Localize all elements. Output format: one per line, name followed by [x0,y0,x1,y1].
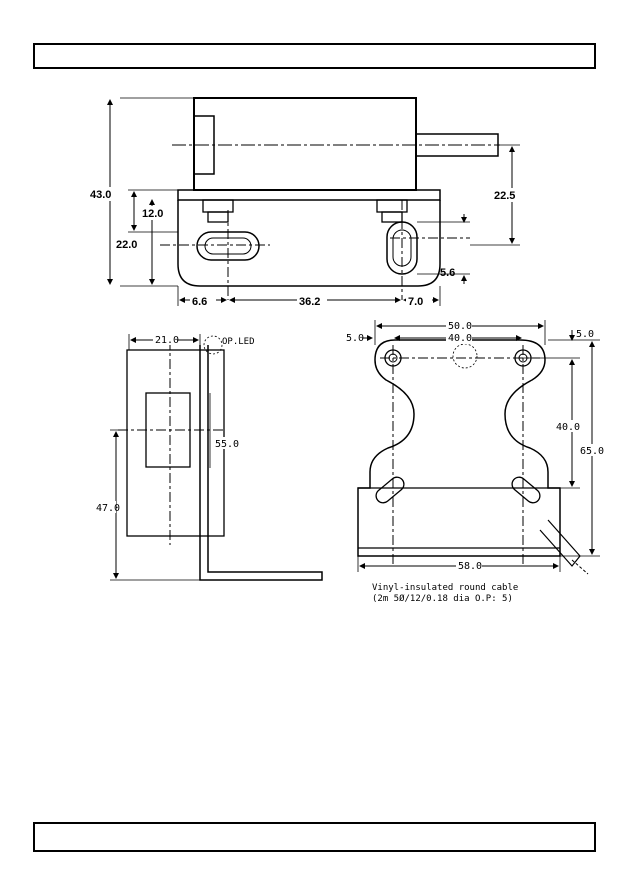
bracket-lower [178,200,440,286]
dim-55: 55.0 [215,439,239,450]
dim-50: 50.0 [448,321,472,332]
footer-box [33,822,596,852]
dim-43: 43.0 [90,189,111,201]
cable-note-line1: Vinyl-insulated round cable [372,583,518,593]
bracket-plate [178,190,440,200]
side-view [110,334,322,580]
dim-5-0-right: 5.0 [576,329,594,340]
dim-12: 12.0 [142,208,163,220]
front-view [358,320,600,574]
side-plate [127,350,224,536]
dim-6-6: 6.6 [192,296,207,308]
dim-5-0-left: 5.0 [346,333,364,344]
dim-65: 65.0 [580,446,604,457]
dim-22-5: 22.5 [494,190,515,202]
sensor-body [194,98,416,190]
dim-40-right: 40.0 [556,422,580,433]
led-label: OP.LED [222,337,255,347]
l-bracket [200,345,322,580]
dim-22: 22.0 [116,239,137,251]
top-view-labels: 43.0 12.0 22.0 22.5 5.6 6.6 36.2 7.0 [88,187,524,308]
dim-7-0: 7.0 [408,296,423,308]
cable-note-line2: (2m 5Ø/12/0.18 dia O.P: 5) [372,593,513,604]
dim-47: 47.0 [96,503,120,514]
side-view-labels: 21.0 OP.LED 55.0 47.0 [94,333,255,514]
dim-21: 21.0 [155,335,179,346]
dim-58: 58.0 [458,561,482,572]
dim-40-top: 40.0 [448,333,472,344]
dim-5-6: 5.6 [440,267,455,279]
front-contour [358,340,560,556]
dim-36-2: 36.2 [299,296,320,308]
top-view [110,98,520,306]
